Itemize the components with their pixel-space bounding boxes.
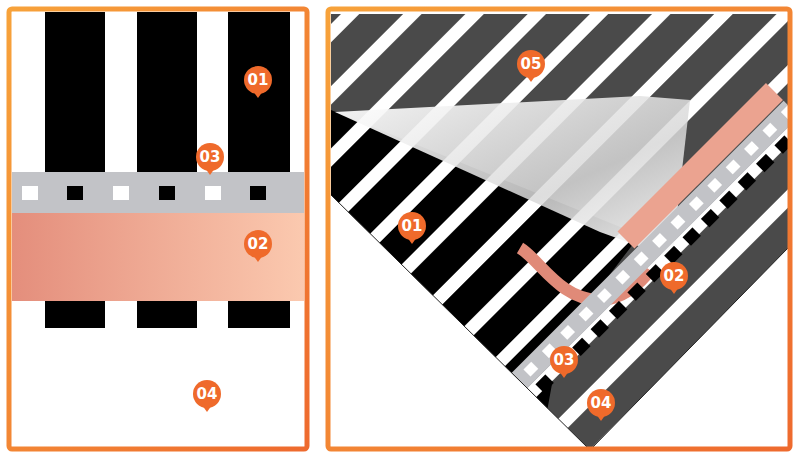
callout-marker: 04: [193, 380, 221, 408]
callout-number: 04: [197, 385, 218, 403]
callout-marker: 03: [196, 143, 224, 171]
callout-number: 04: [591, 394, 612, 412]
left-panel: [9, 9, 307, 449]
callout-marker: 01: [244, 66, 272, 94]
callout-marker: 02: [244, 230, 272, 258]
callout-number: 03: [200, 148, 221, 166]
callout-number: 01: [402, 217, 423, 235]
callout-number: 02: [664, 267, 685, 285]
callout-marker: 04: [587, 389, 615, 417]
callout-number: 01: [248, 71, 269, 89]
callout-number: 03: [554, 351, 575, 369]
callout-marker: 03: [550, 346, 578, 374]
callout-marker: 05: [517, 50, 545, 78]
right-panel: [328, 9, 795, 454]
callout-number: 02: [248, 235, 269, 253]
callout-marker: 01: [398, 212, 426, 240]
callout-number: 05: [521, 55, 542, 73]
callout-marker: 02: [660, 262, 688, 290]
